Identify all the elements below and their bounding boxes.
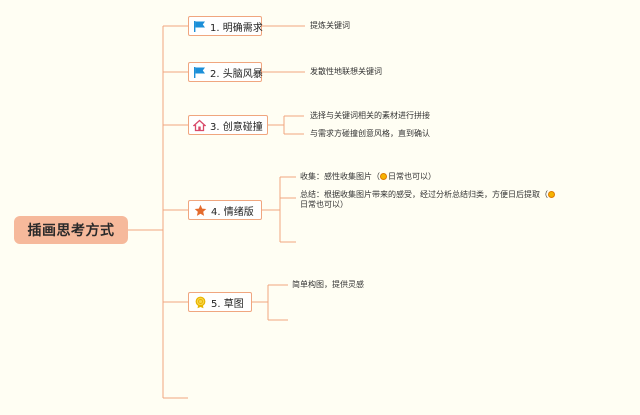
blue-flag-icon [193, 65, 206, 79]
sun-icon [380, 173, 387, 180]
leaf-prefix: 总结：根据收集图片带来的感受，经过分析总结归类，方便日后提取（ [300, 190, 548, 199]
branch-label: 5. 草图 [211, 298, 244, 310]
branch-label: 3. 创意碰撞 [210, 121, 263, 133]
star-icon [193, 203, 207, 217]
branch-label: 4. 情绪版 [211, 206, 254, 218]
blue-flag-icon [193, 19, 206, 33]
leaf-summarize-images[interactable]: 总结：根据收集图片带来的感受，经过分析总结归类，方便日后提取（日常也可以） [300, 190, 600, 210]
leaf-suffix: 日常也可以） [388, 172, 436, 181]
central-topic[interactable]: 插画思考方式 [14, 216, 128, 244]
branch-mood-board[interactable]: 4. 情绪版 [188, 200, 262, 220]
leaf-divergent-association[interactable]: 发散性地联想关键词 [310, 67, 382, 76]
leaf-confirm-style[interactable]: 与需求方碰撞创意风格，直到确认 [310, 129, 430, 138]
house-icon [193, 118, 206, 132]
branch-sketch[interactable]: 5. 草图 [188, 292, 252, 312]
medal-icon [193, 295, 207, 309]
leaf-prefix: 收集：感性收集图片（ [300, 172, 380, 181]
leaf-extract-keywords[interactable]: 提炼关键词 [310, 21, 350, 30]
branch-idea-collision[interactable]: 3. 创意碰撞 [188, 115, 268, 135]
branch-brainstorm[interactable]: 2. 头脑风暴 [188, 62, 263, 82]
leaf-suffix: 日常也可以） [300, 200, 348, 209]
leaf-collect-images[interactable]: 收集：感性收集图片（ 日常也可以） [300, 172, 436, 182]
leaf-select-materials[interactable]: 选择与关键词相关的素材进行拼接 [310, 111, 430, 120]
sun-icon [548, 191, 555, 198]
branch-label: 2. 头脑风暴 [210, 68, 263, 80]
branch-label: 1. 明确需求 [210, 22, 263, 34]
branch-clarify-requirements[interactable]: 1. 明确需求 [188, 16, 263, 36]
leaf-simple-composition[interactable]: 简单构图，提供灵感 [292, 280, 364, 289]
